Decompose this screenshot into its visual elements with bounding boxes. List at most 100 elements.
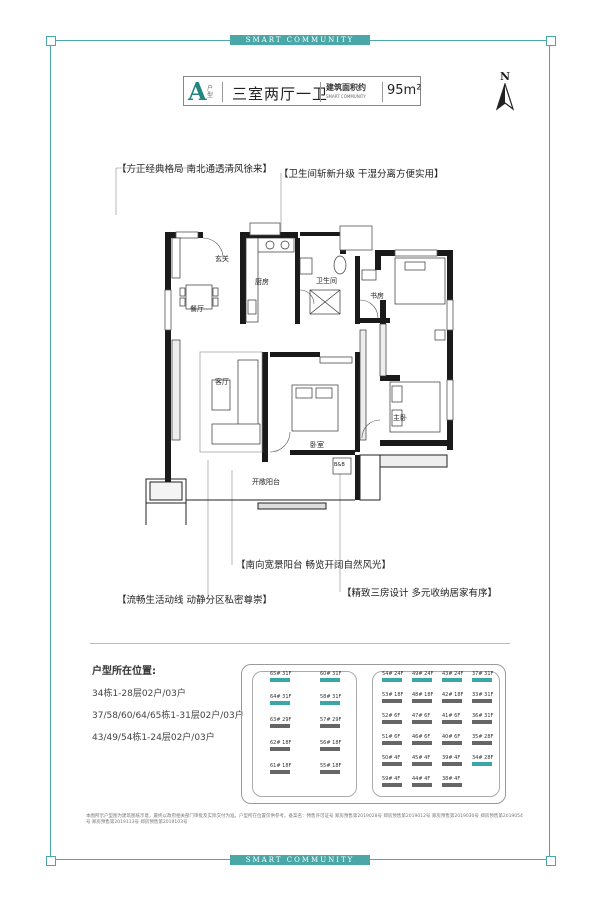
building-block — [412, 699, 432, 703]
building-block — [320, 701, 340, 705]
room-ac: B&B — [334, 462, 345, 468]
building-block — [442, 678, 462, 682]
building-label: 58# 31F — [320, 694, 342, 700]
room-living: 客厅 — [215, 378, 229, 386]
building-label: 46# 6F — [412, 734, 431, 740]
unit-title-box: A 户型 三室两厅一卫 建筑面积约 SMART COMMUNITY 95m² — [183, 76, 421, 106]
divider — [222, 82, 223, 102]
divider — [90, 643, 510, 644]
building-block — [270, 747, 290, 751]
site-map-left-zone — [252, 671, 357, 797]
building-label: 42# 18F — [442, 692, 464, 698]
room-balcony: 开敞阳台 — [252, 478, 280, 486]
callout-bathroom: 【卫生间斩新升级 干湿分离方便实用】 — [279, 169, 444, 180]
position-line: 43/49/54栋1-24层02户/03户 — [92, 733, 215, 743]
building-block — [412, 783, 432, 787]
building-label: 48# 18F — [412, 692, 434, 698]
building-block — [442, 720, 462, 724]
building-label: 55# 18F — [320, 763, 342, 769]
building-block — [412, 741, 432, 745]
building-label: 38# 4F — [442, 776, 461, 782]
building-label: 62# 18F — [270, 740, 292, 746]
divider — [320, 82, 321, 102]
room-kitchen: 厨房 — [255, 278, 269, 286]
compass-icon — [495, 82, 515, 111]
building-block — [472, 699, 492, 703]
building-block — [442, 741, 462, 745]
unit-type-sub: 户型 — [207, 85, 214, 99]
corner-ornament — [546, 36, 556, 46]
building-label: 59# 4F — [382, 776, 401, 782]
building-block — [472, 678, 492, 682]
area-label: 建筑面积约 — [326, 83, 366, 92]
building-label: 61# 18F — [270, 763, 292, 769]
north-label: N — [499, 70, 511, 83]
building-block — [320, 678, 340, 682]
room-bathroom: 卫生间 — [316, 277, 337, 285]
divider — [382, 82, 383, 102]
position-line: 34栋1-28层02户/03户 — [92, 689, 186, 699]
building-block — [472, 762, 492, 766]
building-label: 44# 4F — [412, 776, 431, 782]
building-block — [382, 741, 402, 745]
brand-band-bottom: SMART COMMUNITY — [230, 855, 370, 865]
building-label: 56# 18F — [320, 740, 342, 746]
area-value: 95m² — [387, 83, 422, 98]
building-label: 40# 6F — [442, 734, 461, 740]
building-block — [382, 720, 402, 724]
building-block — [320, 770, 340, 774]
room-entry: 玄关 — [215, 255, 229, 263]
building-label: 49# 24F — [412, 671, 434, 677]
building-block — [442, 699, 462, 703]
building-label: 33# 31F — [472, 692, 494, 698]
building-block — [320, 724, 340, 728]
building-block — [472, 741, 492, 745]
room-study: 书房 — [370, 292, 384, 300]
north-arrow: N — [494, 70, 516, 115]
callout-layout: 【方正经典格局 南北通透清风徐来】 — [117, 164, 273, 175]
position-title: 户型所在位置: — [92, 666, 156, 677]
building-block — [472, 720, 492, 724]
building-label: 52# 6F — [382, 713, 401, 719]
building-label: 64# 31F — [270, 694, 292, 700]
room-dining: 餐厅 — [190, 305, 204, 313]
building-block — [382, 699, 402, 703]
site-map-right-zone — [372, 671, 500, 797]
building-block — [382, 678, 402, 682]
building-label: 41# 6F — [442, 713, 461, 719]
position-line: 37/58/60/64/65栋1-31层02户/03户 — [92, 711, 244, 721]
building-label: 45# 4F — [412, 755, 431, 761]
building-label: 35# 28F — [472, 734, 494, 740]
callout-circulation: 【流畅生活动线 动静分区私密尊崇】 — [117, 595, 273, 606]
building-label: 39# 4F — [442, 755, 461, 761]
building-block — [442, 762, 462, 766]
room-bedroom: 卧室 — [310, 441, 324, 449]
building-block — [270, 724, 290, 728]
building-block — [270, 701, 290, 705]
building-block — [412, 762, 432, 766]
building-label: 50# 4F — [382, 755, 401, 761]
building-block — [412, 678, 432, 682]
building-label: 36# 31F — [472, 713, 494, 719]
building-label: 63# 29F — [270, 717, 292, 723]
building-label: 65# 31F — [270, 671, 292, 677]
building-block — [270, 678, 290, 682]
building-label: 47# 6F — [412, 713, 431, 719]
building-block — [382, 783, 402, 787]
room-master: 主卧 — [393, 414, 407, 422]
callout-bedrooms: 【精致三房设计 多元收纳居家有序】 — [342, 588, 498, 599]
unit-type-letter: A — [188, 77, 207, 106]
building-label: 37# 31F — [472, 671, 494, 677]
building-label: 54# 24F — [382, 671, 404, 677]
building-block — [412, 720, 432, 724]
brand-band-top: SMART COMMUNITY — [230, 35, 370, 45]
corner-ornament — [546, 856, 556, 866]
area-label-en: SMART COMMUNITY — [326, 94, 366, 99]
unit-layout: 三室两厅一卫 — [232, 85, 329, 103]
disclaimer: 本图所示户型图为建筑图纸示意，最终以政府相关部门审批及实际交付为准。户型所在位置… — [86, 814, 523, 825]
building-block — [320, 747, 340, 751]
building-block — [270, 770, 290, 774]
building-block — [442, 783, 462, 787]
corner-ornament — [46, 36, 56, 46]
